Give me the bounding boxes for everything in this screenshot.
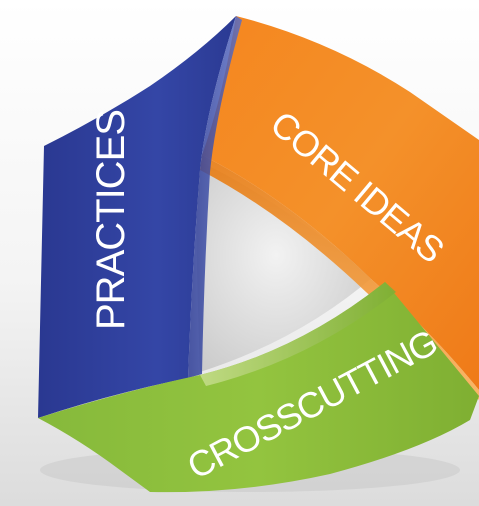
center-void — [196, 160, 374, 372]
core-ideas-segment — [200, 16, 479, 400]
practices-segment — [38, 16, 242, 418]
core-ideas-face — [202, 16, 479, 390]
practices-inner-edge — [188, 16, 242, 378]
practices-label: PRACTICES — [89, 110, 133, 330]
crosscutting-face — [38, 282, 479, 493]
crosscutting-segment — [38, 282, 479, 493]
crosscutting-inner-edge — [200, 282, 396, 386]
practices-face — [38, 16, 236, 418]
core-ideas-inner-edge — [200, 155, 479, 400]
